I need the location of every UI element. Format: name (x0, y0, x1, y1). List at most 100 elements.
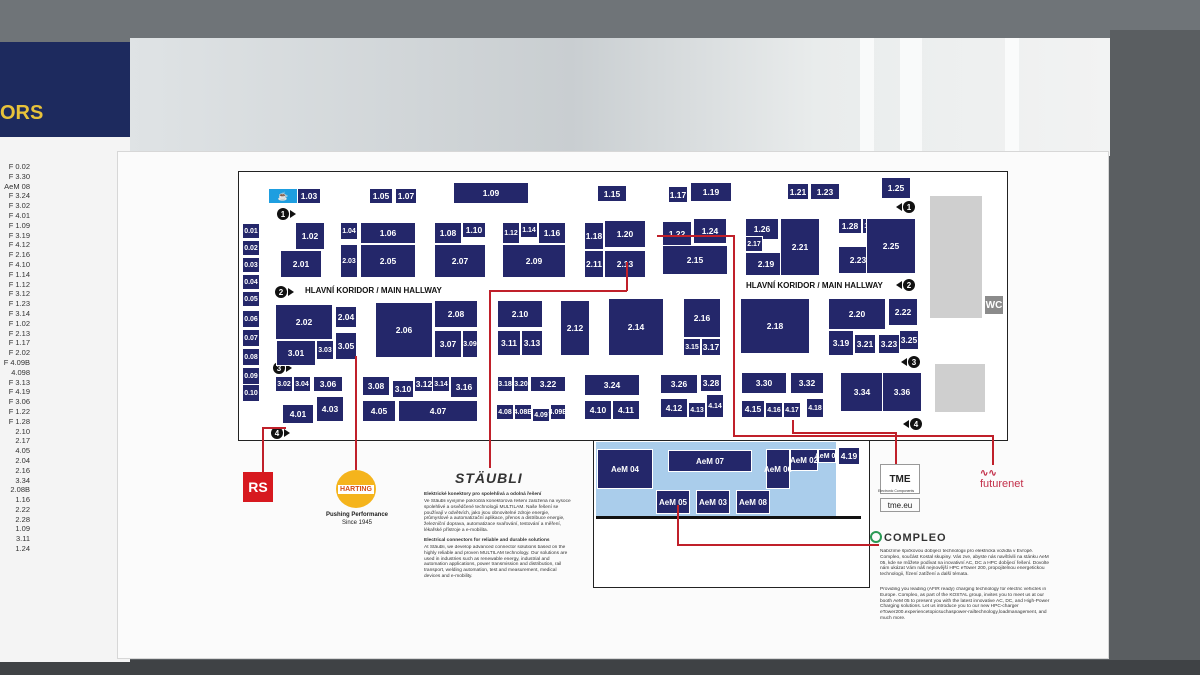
booth-2-08: 2.08 (434, 300, 478, 328)
booth-label: 1.07 (397, 191, 415, 201)
marker-1-right: 1 (903, 201, 915, 213)
exhibitor-list-item: F 1.22 (8, 406, 30, 416)
booth-label: 2.03 (342, 257, 356, 265)
booth-3-13: 3.13 (521, 330, 543, 356)
exhibitor-list-header (0, 42, 130, 137)
booth-label: 3.28 (702, 378, 720, 388)
exhibitor-list-item: 2.08B (10, 485, 30, 495)
booth-label: 3.07 (439, 339, 457, 349)
wc-sign: WC (985, 296, 1003, 314)
booth-label: AeM 01 (814, 452, 840, 460)
booth-label: 2.06 (395, 325, 413, 335)
booth-2-07: 2.07 (434, 244, 486, 278)
booth-label: 4.18 (808, 404, 822, 412)
floor (0, 660, 1200, 675)
booth-aem-08: AeM 08 (736, 490, 770, 514)
booth-2-21: 2.21 (780, 218, 820, 276)
staubli-logo: STÄUBLI (455, 470, 523, 486)
booth-4-05: 4.05 (362, 400, 396, 422)
booth-2-13: 2.13 (604, 250, 646, 278)
booth-label: 1.14 (522, 226, 536, 234)
booth-aem-02: AeM 02 (790, 449, 818, 471)
booth-label: 4.11 (617, 405, 635, 415)
booth-1-15: 1.15 (597, 185, 627, 202)
marker-pointer (896, 281, 902, 289)
booth-4-15: 4.15 (741, 400, 765, 418)
exhibitor-list-item: F 1.12 (8, 279, 30, 289)
booth-label: 1.16 (543, 228, 561, 238)
booth-0-08: 0.08 (242, 348, 260, 366)
booth-1-09: 1.09 (453, 182, 529, 204)
compleo-connector-line (677, 505, 679, 545)
booth-1-17: 1.17 (668, 186, 688, 203)
aem-zone-divider (596, 516, 861, 519)
exhibitor-list-item: F 1.17 (8, 338, 30, 348)
booth-label: 2.18 (766, 321, 784, 331)
booth-label: 1.10 (465, 225, 483, 235)
exhibitor-list-item: F 3.13 (8, 377, 30, 387)
marker-2-left: 2 (275, 286, 287, 298)
booth-label: 4.14 (708, 402, 722, 410)
booth-2-15: 2.15 (662, 245, 728, 275)
booth-1-23: 1.23 (810, 183, 840, 200)
booth-3-10: 3.10 (392, 380, 414, 398)
exhibitor-list-item: 2.22 (15, 504, 30, 514)
booth-label: 2.12 (566, 323, 584, 333)
compleo-connector-line (677, 544, 879, 546)
booth-3-02: 3.02 (275, 376, 293, 392)
staubli-cz-body: Ve Stäubli vyvíjíme pokročilá konektorov… (424, 499, 571, 533)
booth-label: 4.12 (665, 403, 683, 413)
compleo-logo: COMPLEO (884, 532, 947, 544)
harting-connector-line (355, 356, 357, 470)
booth-label: 2.04 (337, 312, 355, 322)
right-wall (1110, 30, 1200, 675)
futurenet-connector-line (733, 235, 735, 436)
marker-pointer (901, 358, 907, 366)
booth-label: 1.15 (603, 188, 621, 199)
booth-4-18: 4.18 (806, 398, 824, 418)
exhibitor-list-item: F 3.06 (8, 397, 30, 407)
marker-3-right: 3 (908, 356, 920, 368)
staubli-connector-line (489, 290, 627, 292)
booth-label: 0.08 (244, 353, 258, 361)
booth-1-25: 1.25 (881, 177, 911, 199)
booth-label: 2.01 (292, 259, 310, 269)
futurenet-connector-line (992, 435, 994, 465)
booth-label: 1.18 (585, 231, 603, 241)
booth-2-09: 2.09 (502, 244, 566, 278)
marker-4-right: 4 (910, 418, 922, 430)
booth-label: 4.01 (289, 409, 307, 419)
booth-1-02: 1.02 (295, 222, 325, 250)
booth-3-24: 3.24 (584, 374, 640, 396)
booth-label: 2.13 (616, 259, 634, 269)
compleo-icon (870, 531, 882, 543)
booth-label: 3.12 (415, 379, 433, 389)
booth-label: 1.08 (439, 228, 457, 238)
booth-label: 1.12 (504, 229, 518, 237)
booth-0-09: 0.09 (242, 367, 260, 385)
booth-label: 3.23 (880, 339, 898, 349)
booth-label: 3.24 (603, 380, 621, 390)
booth-label: 4.13 (690, 406, 704, 414)
booth-2-17: 2.17 (745, 236, 763, 252)
booth-3-09: 3.09 (462, 330, 478, 358)
booth-label: 3.22 (539, 379, 557, 389)
booth-1-10: 1.10 (462, 222, 486, 238)
booth-2-11: 2.11 (584, 250, 604, 278)
rs-connector-line (262, 427, 286, 429)
booth-1-22: 1.22 (662, 221, 692, 247)
booth-1-28: 1.28 (838, 218, 862, 234)
marker-pointer (288, 288, 294, 296)
booth-0-10: 0.10 (242, 384, 260, 402)
booth-3-08: 3.08 (362, 376, 390, 396)
staubli-connector-line (489, 290, 491, 468)
booth-3-03: 3.03 (316, 340, 334, 360)
booth-label: 0.02 (244, 244, 258, 252)
tme-connector-line (895, 432, 897, 464)
booth-label: 4.05 (370, 406, 388, 416)
booth-3-21: 3.21 (854, 334, 876, 354)
booth-label: 1.19 (702, 187, 720, 197)
booth-3-01: 3.01 (276, 340, 316, 366)
booth-3-14: 3.14 (432, 376, 450, 392)
booth-3-16: 3.16 (450, 376, 478, 398)
